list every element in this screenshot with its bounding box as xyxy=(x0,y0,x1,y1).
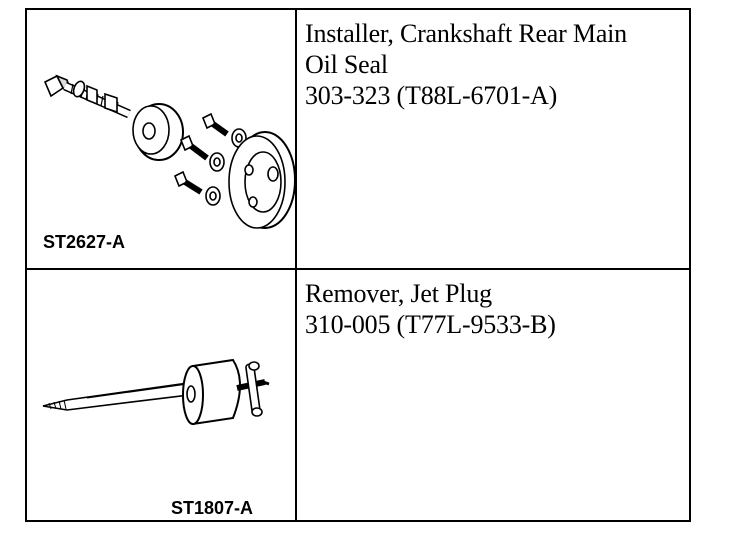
tool-name-line-1: Remover, Jet Plug xyxy=(305,279,492,308)
tool-row-installer: ST2627-A Installer, Crankshaft Rear Main… xyxy=(27,10,689,270)
installer-plate xyxy=(228,131,295,229)
tool-table: ST2627-A Installer, Crankshaft Rear Main… xyxy=(25,8,691,522)
small-bolts xyxy=(173,112,247,206)
seal-installer-illustration xyxy=(43,74,295,229)
tool-description: Remover, Jet Plug 310-005 (T77L-9533-B) xyxy=(305,278,556,340)
tool-name-line-2: Oil Seal xyxy=(305,50,388,79)
tool-illustration-cell: ST2627-A xyxy=(27,10,297,268)
tool-description: Installer, Crankshaft Rear Main Oil Seal… xyxy=(305,18,627,111)
remover-shaft xyxy=(42,381,198,411)
tool-part-number: 303-323 (T88L-6701-A) xyxy=(305,81,558,110)
t-handle xyxy=(236,361,270,417)
slide-weight xyxy=(182,358,241,426)
tool-description-cell: Installer, Crankshaft Rear Main Oil Seal… xyxy=(297,10,689,268)
tool-illustration-cell: ST1807-A xyxy=(27,270,297,520)
illustration-code-label: ST2627-A xyxy=(43,232,126,252)
long-bolt xyxy=(43,74,131,119)
tool-description-cell: Remover, Jet Plug 310-005 (T77L-9533-B) xyxy=(297,270,689,520)
tool-name-line-1: Installer, Crankshaft Rear Main xyxy=(305,19,627,48)
tool-part-number: 310-005 (T77L-9533-B) xyxy=(305,310,556,339)
tool-row-remover: ST1807-A Remover, Jet Plug 310-005 (T77L… xyxy=(27,270,689,520)
jet-plug-remover-illustration xyxy=(42,358,270,426)
installer-hub xyxy=(132,103,184,161)
illustration-code-label: ST1807-A xyxy=(171,498,254,518)
